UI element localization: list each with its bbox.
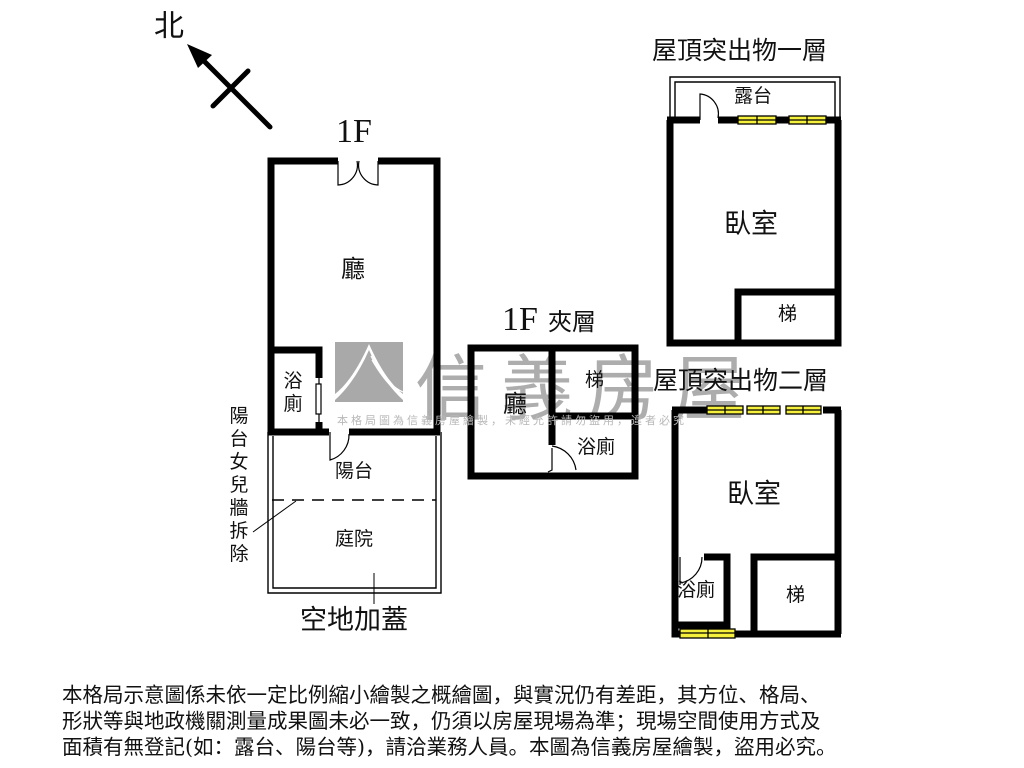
north-arrow-icon	[197, 54, 273, 130]
watermark-logo-icon	[335, 342, 403, 402]
room-bedroom-roof1: 臥室	[724, 209, 778, 240]
north-label: 北	[154, 9, 184, 44]
window-icon	[737, 115, 827, 125]
watermark-subtitle: 本格局圖為信義房屋繪製，未經允許請勿盜用，違者必究	[337, 414, 687, 427]
room-bath-1f: 浴廁	[283, 370, 303, 415]
room-bedroom-roof2: 臥室	[727, 479, 781, 510]
annotation-parapet-removed: 陽台女兒牆拆除	[229, 405, 249, 565]
room-bath-roof2: 浴廁	[677, 579, 716, 601]
room-stairs-roof2: 梯	[786, 584, 806, 606]
floor-title-roof2: 屋頂突出物二層	[653, 366, 829, 395]
floor-title-mezzanine: 1F	[502, 301, 538, 338]
room-terrace-roof1: 露台	[734, 85, 773, 107]
floor-subtitle-mezzanine: 夾層	[548, 308, 596, 336]
room-balcony-1f: 陽台	[335, 460, 374, 482]
annotation-vacant-land-addition: 空地加蓋	[300, 605, 408, 636]
disclaimer-text: 本格局示意圖係未依一定比例縮小繪製之概繪圖，與實況仍有差距，其方位、格局、 形狀…	[62, 683, 837, 759]
floor-title-roof1: 屋頂突出物一層	[652, 36, 828, 65]
room-yard-1f: 庭院	[335, 528, 374, 550]
room-stairs-mezzanine: 梯	[585, 369, 605, 391]
floor-title-1f: 1F	[336, 113, 372, 150]
room-living-1f: 廳	[341, 255, 365, 283]
room-stairs-roof1: 梯	[778, 303, 798, 325]
room-bath-mezzanine: 浴廁	[577, 436, 616, 458]
room-living-mezzanine: 廳	[503, 390, 527, 418]
